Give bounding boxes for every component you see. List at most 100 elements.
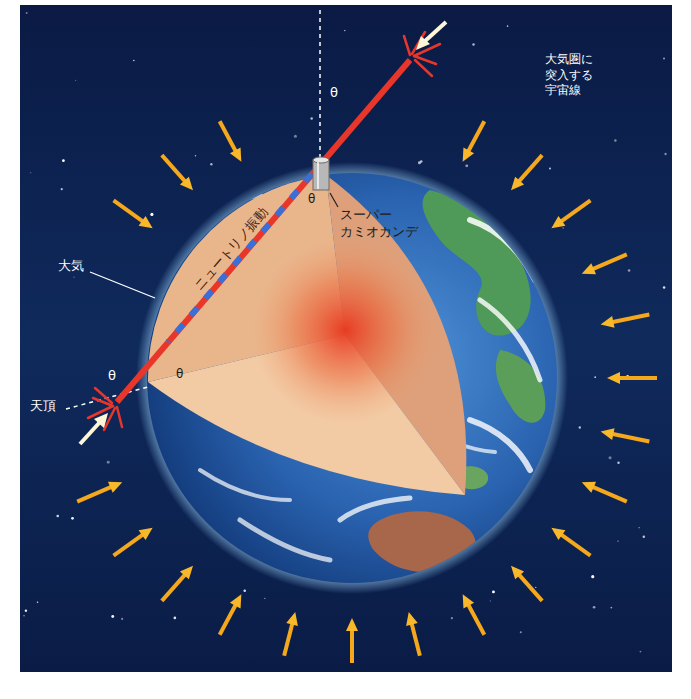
burst-ray bbox=[95, 388, 112, 403]
cosmic-ray-arrow bbox=[114, 528, 153, 556]
continent bbox=[368, 511, 476, 572]
arrow-head bbox=[601, 316, 615, 328]
arrow-head bbox=[601, 428, 615, 440]
arrow-shaft bbox=[518, 573, 543, 601]
arrow-head bbox=[286, 612, 298, 626]
cosmic-ray-arrow bbox=[582, 482, 627, 502]
arrow-head bbox=[551, 528, 565, 540]
star bbox=[628, 269, 631, 272]
star bbox=[520, 631, 522, 633]
arrow-head bbox=[511, 177, 524, 191]
star bbox=[492, 590, 495, 593]
arrow-shaft bbox=[424, 22, 446, 42]
arrow-shaft bbox=[559, 200, 590, 222]
cosmic-ray-arrow bbox=[463, 594, 485, 635]
zenith-label: 天頂 bbox=[30, 398, 56, 414]
neutrino-oscillation-label: ニュートリノ振動 bbox=[191, 204, 271, 293]
star bbox=[420, 160, 423, 163]
cloud bbox=[470, 220, 535, 280]
star bbox=[562, 227, 563, 228]
detector-top bbox=[313, 157, 329, 163]
star bbox=[591, 575, 594, 578]
cosmic-ray-arrow bbox=[220, 594, 242, 635]
star bbox=[107, 461, 110, 464]
cosmic-ray-arrow bbox=[346, 618, 358, 663]
star bbox=[210, 163, 212, 165]
star bbox=[25, 609, 27, 611]
arrow-shaft bbox=[350, 628, 354, 663]
star bbox=[75, 80, 76, 81]
cloud bbox=[470, 420, 530, 470]
arrow-head bbox=[511, 566, 524, 580]
earth-core bbox=[250, 235, 440, 425]
cosmic-ray-arrow bbox=[582, 254, 627, 274]
star bbox=[617, 462, 619, 464]
arrow-shaft bbox=[220, 121, 237, 153]
cosmic-ray-arrow bbox=[77, 482, 122, 502]
arrow-shaft bbox=[162, 573, 187, 601]
arrow-shaft bbox=[467, 603, 484, 635]
star bbox=[507, 25, 509, 27]
arrow-head bbox=[180, 566, 193, 580]
star bbox=[264, 598, 265, 599]
continent bbox=[496, 350, 545, 423]
cosmic-ray-arrow bbox=[406, 612, 420, 656]
cosmic-ray-arrow bbox=[220, 121, 242, 162]
star bbox=[579, 426, 581, 428]
star bbox=[310, 117, 312, 119]
star bbox=[535, 587, 536, 588]
arrow-head bbox=[551, 216, 565, 228]
star bbox=[294, 135, 297, 138]
star bbox=[121, 618, 123, 620]
core-glow bbox=[250, 235, 440, 425]
arrow-shaft bbox=[559, 533, 590, 555]
star bbox=[71, 517, 74, 520]
ray-burst bbox=[88, 388, 122, 430]
arrow-shaft bbox=[591, 254, 627, 270]
star bbox=[465, 164, 468, 167]
arrow-shaft bbox=[284, 622, 293, 656]
arrow-head bbox=[230, 594, 241, 608]
angle-theta: θ bbox=[308, 192, 315, 206]
incoming-cosmic-ray bbox=[416, 22, 446, 50]
arrow-head bbox=[406, 612, 418, 626]
arrow-shaft bbox=[610, 315, 649, 323]
star bbox=[111, 615, 114, 618]
arrow-shaft bbox=[220, 603, 237, 635]
star bbox=[150, 213, 153, 216]
burst-ray bbox=[117, 407, 122, 427]
star bbox=[608, 456, 611, 459]
star bbox=[133, 60, 135, 62]
star bbox=[638, 527, 639, 528]
arrow-shaft bbox=[411, 622, 420, 656]
earth-sphere bbox=[147, 173, 557, 583]
ray-burst bbox=[404, 32, 440, 76]
super-kamiokande-detector bbox=[313, 157, 329, 190]
cosmic-ray-arrow bbox=[601, 315, 650, 328]
atmosphere-glow bbox=[136, 162, 568, 594]
continent bbox=[423, 190, 531, 336]
detector-highlight bbox=[317, 162, 319, 189]
star bbox=[593, 606, 596, 609]
arrow-head bbox=[582, 263, 596, 274]
space-ground bbox=[20, 5, 672, 672]
cosmic-ray-arrow bbox=[551, 200, 590, 228]
star bbox=[472, 43, 475, 46]
cosmic-ray-arrow bbox=[511, 155, 542, 190]
cosmic-ray-arrow bbox=[162, 155, 193, 190]
cosmic-ray-arrow bbox=[601, 428, 650, 441]
star bbox=[62, 159, 65, 162]
star bbox=[37, 601, 38, 602]
star bbox=[614, 139, 616, 141]
arrow-shaft bbox=[77, 486, 113, 502]
arrow-head bbox=[180, 177, 193, 191]
star bbox=[26, 12, 28, 14]
star bbox=[243, 589, 246, 592]
angle-theta: θ bbox=[108, 368, 116, 384]
star bbox=[663, 286, 665, 288]
atmosphere-label: 大気 bbox=[58, 258, 84, 274]
arrow-head bbox=[139, 216, 153, 228]
arrow-shaft bbox=[591, 486, 627, 502]
star bbox=[663, 58, 665, 60]
